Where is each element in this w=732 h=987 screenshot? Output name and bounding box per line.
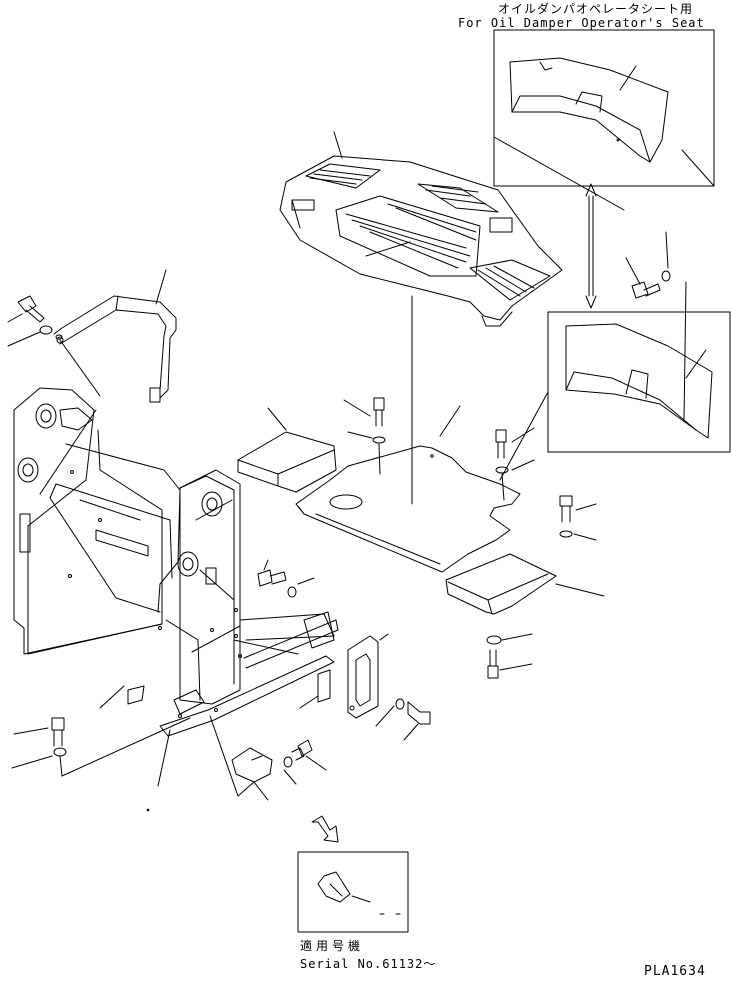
inset-oil-damper-top <box>494 30 714 210</box>
seat-stand-frame <box>14 340 338 786</box>
serial-label-jp: 適用号機 <box>300 939 365 953</box>
floor-mat <box>280 132 562 504</box>
fasteners <box>8 232 686 784</box>
floor-plate <box>296 406 520 572</box>
inset-seat-bracket-right <box>500 312 730 480</box>
drawing-number: PLA1634 <box>644 964 706 979</box>
side-cover <box>238 408 336 492</box>
grab-handle <box>54 270 176 402</box>
holder-bracket <box>128 634 388 800</box>
seat-variant-note-en: For Oil Damper Operator's Seat <box>458 16 705 30</box>
lower-cover <box>446 554 604 614</box>
inset-serial <box>298 816 408 932</box>
serial-label-en: Serial No.61132～ <box>300 957 437 971</box>
seat-variant-note-jp: オイルダンパオペレータシート用 <box>498 2 694 16</box>
double-arrow <box>586 184 596 308</box>
